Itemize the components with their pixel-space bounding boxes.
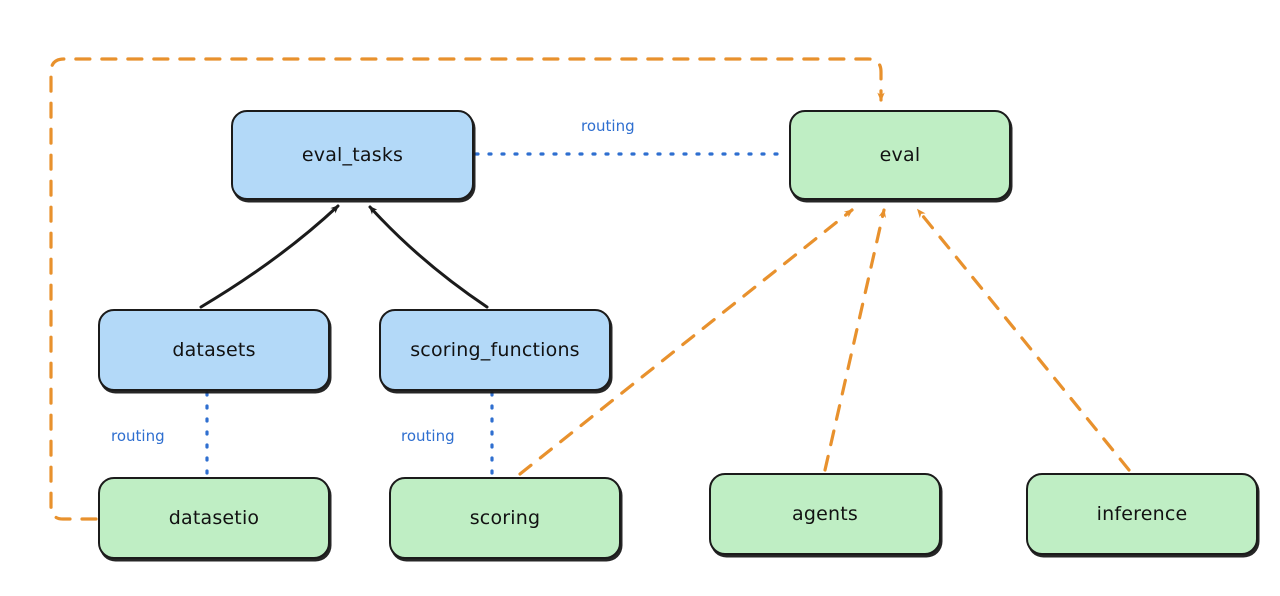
node-datasets[interactable]: datasets (98, 309, 330, 391)
node-eval[interactable]: eval (789, 110, 1011, 200)
node-inference[interactable]: inference (1026, 473, 1258, 555)
edge-label-routing-scoring: routing (398, 427, 458, 445)
edge-label-routing-eval: routing (578, 117, 638, 135)
node-label-datasets: datasets (172, 339, 256, 361)
node-label-scoring: scoring (469, 507, 541, 529)
edge-scoring-functions-to-eval-tasks (368, 205, 489, 309)
edge-scoring-to-eval (518, 208, 854, 476)
node-label-eval: eval (879, 144, 921, 166)
node-scoring[interactable]: scoring (389, 477, 621, 559)
edge-datasets-to-eval-tasks (199, 204, 340, 309)
node-eval-tasks[interactable]: eval_tasks (231, 110, 474, 200)
edge-datasetio-to-eval (49, 57, 885, 521)
node-label-eval-tasks: eval_tasks (301, 144, 404, 166)
edge-agents-to-eval (823, 208, 886, 472)
node-label-inference: inference (1096, 503, 1188, 525)
edge-label-routing-datasetio: routing (108, 427, 168, 445)
node-agents[interactable]: agents (709, 473, 941, 555)
node-scoring-functions[interactable]: scoring_functions (379, 309, 611, 391)
node-datasetio[interactable]: datasetio (98, 477, 330, 559)
node-label-agents: agents (792, 503, 858, 525)
edge-inference-to-eval (916, 208, 1131, 472)
node-label-scoring-functions: scoring_functions (410, 339, 580, 361)
node-label-datasetio: datasetio (168, 507, 260, 529)
